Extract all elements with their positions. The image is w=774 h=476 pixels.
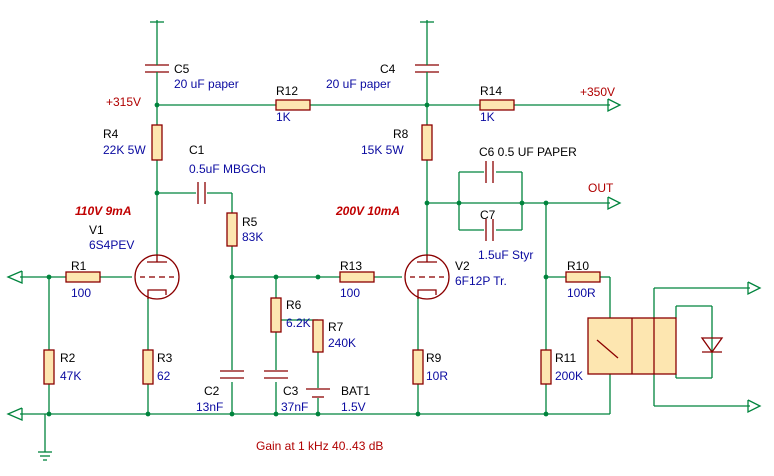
- r6-body: [270, 297, 282, 333]
- labels: C5 20 uF paper C4 20 uF paper +315V +350…: [60, 62, 615, 453]
- bat1-ref: BAT1: [341, 384, 370, 398]
- r9-ref: R9: [426, 351, 442, 365]
- r11-body: [540, 349, 552, 385]
- r12-body: [275, 99, 311, 111]
- c5-value: 20 uF paper: [174, 77, 239, 91]
- v2-ref: V2: [455, 259, 470, 273]
- c5-ref: C5: [174, 62, 190, 76]
- c1-ref: C1: [189, 143, 205, 157]
- r13-body: [339, 271, 375, 283]
- r10-ref: R10: [567, 259, 589, 273]
- r14-ref: R14: [480, 84, 502, 98]
- c2-value: 13nF: [196, 400, 223, 414]
- relay-block: [587, 317, 724, 375]
- r3-ref: R3: [157, 351, 173, 365]
- r1-ref: R1: [71, 259, 87, 273]
- bat1-value: 1.5V: [341, 400, 366, 414]
- r8-value: 15K 5W: [361, 143, 404, 157]
- r14-value: 1K: [480, 110, 495, 124]
- r4-value: 22K 5W: [103, 143, 146, 157]
- tube-v2: [404, 254, 450, 300]
- r9-value: 10R: [426, 369, 448, 383]
- supply-315v: +315V: [106, 95, 141, 109]
- c3-ref: C3: [283, 384, 299, 398]
- v1-ref: V1: [89, 223, 104, 237]
- junctions: [46, 102, 549, 417]
- r7-value: 240K: [328, 336, 356, 350]
- r3-value: 62: [157, 369, 171, 383]
- c1-value: 0.5uF MBGCh: [189, 162, 266, 176]
- r5-ref: R5: [242, 215, 258, 229]
- r6-ref: R6: [286, 298, 302, 312]
- c4-ref: C4: [380, 62, 396, 76]
- r7-ref: R7: [328, 320, 344, 334]
- r6-value: 6.2K: [286, 316, 311, 330]
- resistors: [43, 99, 601, 385]
- r2-value: 47K: [60, 369, 81, 383]
- r2-body: [43, 349, 55, 385]
- r12-value: 1K: [276, 110, 291, 124]
- r7-body: [312, 319, 324, 353]
- r9-body: [412, 349, 424, 385]
- r8-body: [421, 124, 433, 161]
- r4-ref: R4: [103, 127, 119, 141]
- r3-body: [142, 349, 154, 385]
- r2-ref: R2: [60, 351, 76, 365]
- gain-note: Gain at 1 kHz 40..43 dB: [256, 439, 383, 453]
- r14-body: [479, 99, 515, 111]
- capacitors: [145, 55, 494, 398]
- r8-ref: R8: [393, 127, 409, 141]
- r10-value: 100R: [567, 286, 596, 300]
- v2-type: 6F12P Tr.: [455, 274, 507, 288]
- c7-value: 1.5uF Styr: [478, 248, 533, 262]
- tube-v1: [134, 254, 180, 300]
- r13-value: 100: [340, 286, 360, 300]
- r10-body: [565, 271, 601, 283]
- r11-ref: R11: [555, 351, 576, 365]
- supply-350v: +350V: [580, 85, 615, 99]
- r1-body: [65, 271, 101, 283]
- r13-ref: R13: [340, 259, 362, 273]
- c2-ref: C2: [204, 384, 220, 398]
- r4-body: [151, 124, 163, 161]
- r12-ref: R12: [276, 84, 298, 98]
- c4-value: 20 uF paper: [326, 77, 391, 91]
- v2-operating-point: 200V 10mA: [335, 204, 400, 218]
- c7-ref: C7: [480, 208, 496, 222]
- r11-value: 200K: [555, 369, 583, 383]
- c3-value: 37nF: [281, 400, 308, 414]
- v1-type: 6S4PEV: [89, 238, 134, 252]
- c6-label: C6 0.5 UF PAPER: [479, 145, 577, 159]
- v1-operating-point: 110V 9mA: [75, 204, 131, 218]
- r5-body: [226, 212, 238, 247]
- r1-value: 100: [71, 286, 91, 300]
- output-label: OUT: [588, 181, 614, 195]
- r5-value: 83K: [242, 230, 263, 244]
